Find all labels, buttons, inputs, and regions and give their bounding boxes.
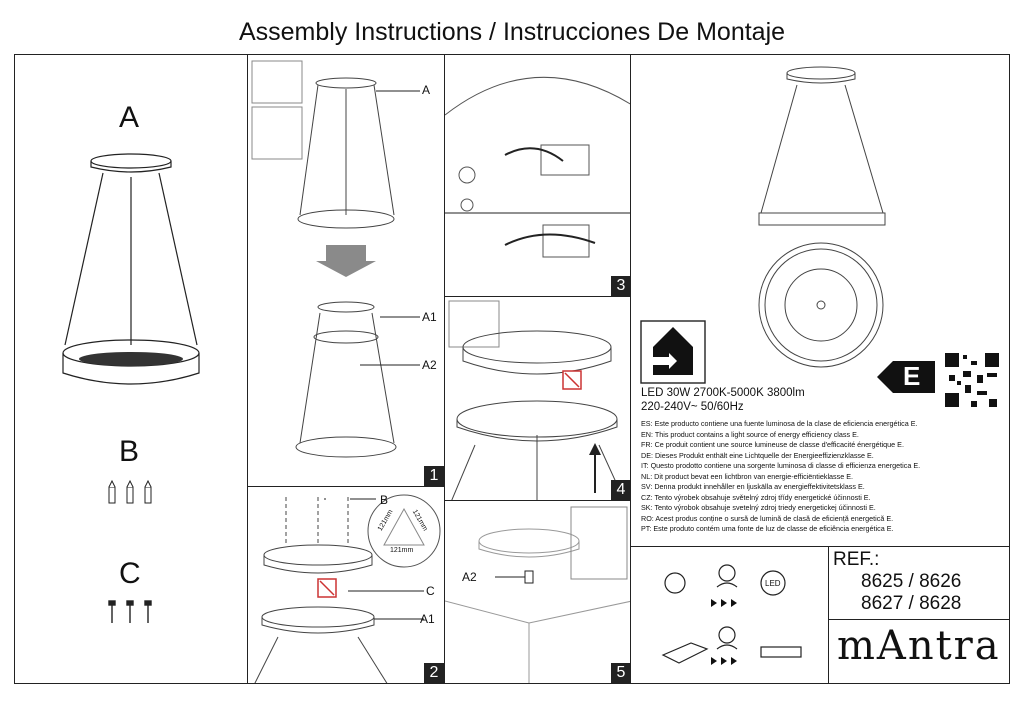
energy-class-letter: E bbox=[903, 361, 921, 391]
step-5-drawing bbox=[445, 506, 630, 683]
energy-statement-ro: RO: Acest produs conține o sursă de lumi… bbox=[641, 513, 894, 523]
label-a1: A1 bbox=[422, 310, 437, 324]
down-arrow-icon bbox=[316, 245, 376, 277]
step-number-1: 1 bbox=[424, 466, 444, 486]
ref-line-2: 8627 / 8628 bbox=[861, 593, 962, 614]
step-4-panel: 4 bbox=[444, 296, 631, 501]
step-3-drawing bbox=[445, 76, 630, 258]
label-c: C bbox=[426, 584, 435, 598]
step-2-panel: B C A1 121mm 121mm 121mm 2 bbox=[247, 486, 445, 684]
energy-statement-pt: PT: Este produto contém uma fonte de luz… bbox=[641, 524, 894, 533]
step-1-panel: A A1 A2 1 bbox=[247, 54, 445, 487]
energy-statement-en: EN: This product contains a light source… bbox=[641, 429, 859, 439]
label-b: B bbox=[380, 493, 389, 507]
step-3-panel: 3 bbox=[444, 54, 631, 297]
energy-statement-sv: SV: Denna produkt innehåller en ljuskäll… bbox=[641, 482, 865, 491]
label-a2: A2 bbox=[422, 358, 437, 372]
spec-line-1: LED 30W 2700K-5000K 3800lm bbox=[641, 387, 805, 399]
ref-line-1: 8625 / 8626 bbox=[861, 571, 962, 592]
technician-icon bbox=[718, 564, 736, 582]
house-arrow-icon bbox=[640, 320, 706, 384]
product-drawing bbox=[758, 66, 886, 368]
warnings-panel: LED bbox=[630, 546, 829, 684]
step-number-4: 4 bbox=[611, 480, 630, 500]
energy-arrow-icon bbox=[877, 361, 935, 393]
part-label-a: A bbox=[119, 101, 140, 134]
ref-label: REF.: bbox=[833, 549, 880, 570]
label-a1-step2: A1 bbox=[420, 612, 435, 626]
step-number-5: 5 bbox=[611, 663, 630, 683]
step-5-panel: A2 5 bbox=[444, 500, 631, 684]
energy-statement-de: DE: Dieses Produkt enthält eine Lichtque… bbox=[641, 450, 874, 460]
label-a2-step5: A2 bbox=[462, 570, 477, 584]
info-panel: E LED 30W 2700K-5000K 3800lm 220-240V~ 5… bbox=[630, 54, 1010, 547]
warning-icons bbox=[661, 564, 802, 665]
product-specs: LED 30W 2700K-5000K 3800lm 220-240V~ 50/… bbox=[641, 386, 805, 414]
energy-statements: ES: Este producto contiene una fuente lu… bbox=[641, 419, 1009, 535]
spec-line-2: 220-240V~ 50/60Hz bbox=[641, 401, 744, 413]
part-label-c: C bbox=[119, 557, 141, 590]
led-label: LED bbox=[765, 579, 781, 588]
parts-panel: A B C bbox=[14, 54, 248, 684]
step-number-3: 3 bbox=[611, 276, 630, 296]
step-1-drawing bbox=[251, 60, 420, 458]
lamp-break-icon bbox=[664, 572, 686, 594]
pendant-lamp-drawing bbox=[62, 153, 200, 385]
label-a: A bbox=[422, 83, 431, 97]
dimension-bottom: 121mm bbox=[390, 547, 414, 554]
step-number-2: 2 bbox=[424, 663, 444, 683]
energy-statement-nl: NL: Dit product bevat een lichtbron van … bbox=[641, 471, 854, 481]
brand-logo: mAntra bbox=[837, 623, 1001, 669]
part-label-b: B bbox=[119, 435, 140, 468]
anchor-plugs-drawing bbox=[108, 479, 152, 504]
page-title: Assembly Instructions / Instrucciones De… bbox=[238, 18, 786, 46]
energy-statement-fr: FR: Ce produit contient une source lumin… bbox=[641, 440, 904, 449]
reference-panel: REF.: 8625 / 8626 8627 / 8628 mAntra bbox=[828, 546, 1010, 684]
energy-statement-it: IT: Questo prodotto contiene una sorgent… bbox=[641, 461, 921, 470]
driver-icon bbox=[661, 642, 709, 664]
screws-drawing bbox=[108, 600, 152, 623]
energy-statement-es: ES: Este producto contiene una fuente lu… bbox=[641, 419, 918, 428]
step-4-drawing bbox=[448, 300, 625, 500]
step-2-drawing bbox=[254, 494, 441, 683]
energy-statement-cz: CZ: Tento výrobek obsahuje světelný zdro… bbox=[641, 492, 871, 502]
energy-statement-sk: SK: Tento výrobok obsahuje svetelný zdro… bbox=[641, 503, 876, 512]
qr-code-icon bbox=[943, 351, 1001, 409]
led-icon bbox=[760, 570, 786, 596]
